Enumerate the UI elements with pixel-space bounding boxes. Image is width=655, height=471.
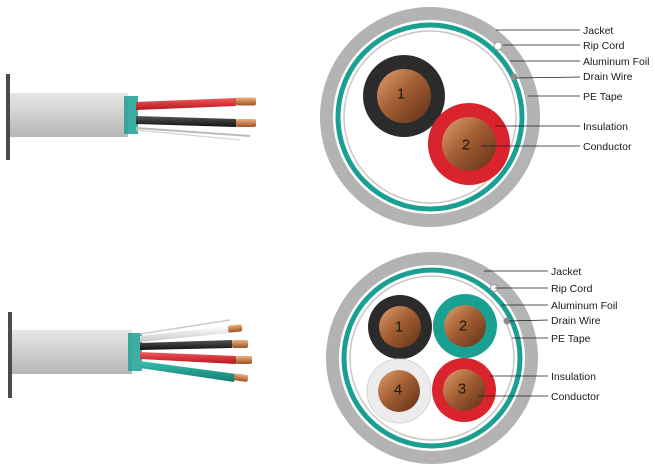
cross-section-2-conductor: 1 2 Jacket Rip Cord Aluminum Foil Drain …: [320, 7, 650, 227]
cable-end-plate: [8, 312, 12, 398]
conductor-1: 1: [368, 295, 432, 359]
conductor-3-number: 3: [458, 381, 466, 398]
label-jacket: Jacket: [583, 25, 613, 37]
black-wire-copper-tip: [232, 340, 248, 348]
green-wire-copper-tip: [234, 373, 249, 382]
conductor-2-number: 2: [462, 137, 470, 154]
green-wire-side: [140, 361, 236, 382]
jacket-inner: [339, 265, 525, 451]
label-drain-wire: Drain Wire: [551, 315, 601, 327]
red-wire-copper-tip: [236, 356, 252, 364]
red-wire-side: [140, 352, 236, 364]
label-rip-cord: Rip Cord: [583, 40, 625, 52]
label-drain-wire: Drain Wire: [583, 71, 633, 83]
label-aluminum-foil: Aluminum Foil: [583, 56, 650, 68]
conductor-4: 4: [367, 359, 431, 423]
label-conductor: Conductor: [583, 141, 632, 153]
black-wire-copper-tip: [236, 119, 256, 127]
foil-wrap-side: [124, 96, 138, 134]
cable-jacket-side: [10, 93, 128, 137]
white-wire-copper-tip: [228, 324, 243, 332]
label-conductor: Conductor: [551, 391, 600, 403]
label-rip-cord: Rip Cord: [551, 283, 593, 295]
conductor-1-number: 1: [395, 319, 403, 336]
foil-wrap-side: [128, 333, 142, 371]
drain-wire-dot: [511, 74, 518, 81]
conductor-2-number: 2: [459, 318, 467, 335]
rip-cord: [494, 42, 502, 50]
conductor-3: 3: [432, 358, 496, 422]
cable-jacket-side: [12, 330, 132, 374]
label-aluminum-foil: Aluminum Foil: [551, 300, 618, 312]
conductor-2: 2: [433, 294, 497, 358]
black-wire-side: [136, 116, 236, 127]
conductor-2: 2: [428, 103, 510, 185]
red-wire-copper-tip: [236, 98, 256, 106]
label-jacket: Jacket: [551, 266, 581, 278]
label-pe-tape: PE Tape: [583, 91, 623, 103]
label-pe-tape: PE Tape: [551, 333, 591, 345]
white-wire-side: [140, 326, 230, 342]
cross-section-4-conductor: 1 2 3 4 Jacket Rip Cord Aluminum Foil Dr…: [326, 252, 618, 464]
label-insulation: Insulation: [551, 371, 596, 383]
red-wire-side: [136, 98, 236, 110]
cable-end-plate: [6, 74, 10, 160]
conductor-1-number: 1: [397, 86, 405, 103]
conductor-1: 1: [363, 55, 445, 137]
conductor-4-number: 4: [394, 382, 402, 399]
label-insulation: Insulation: [583, 121, 628, 133]
cable-side-view-4-conductor: [8, 312, 252, 398]
black-wire-side: [140, 340, 232, 350]
cable-side-view-2-conductor: [6, 74, 256, 160]
